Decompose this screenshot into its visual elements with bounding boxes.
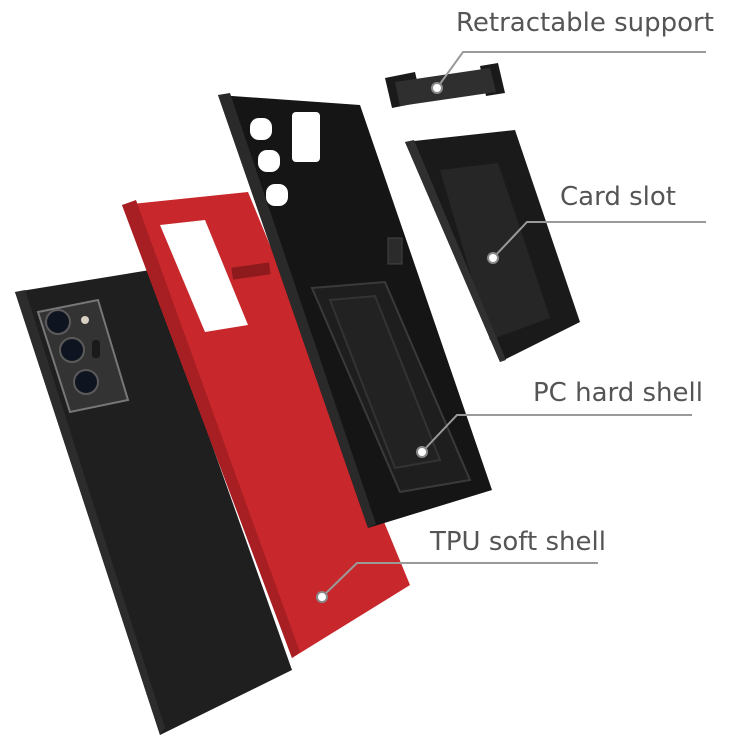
phone-illustration [15,270,292,735]
card-slot-illustration [405,130,580,362]
retractable-support-illustration [385,63,505,108]
tpu-soft-shell-illustration [122,192,410,658]
camera-lens-icon [59,337,85,363]
callout-marker-icon [487,252,499,264]
callout-markers [316,82,499,603]
pc-hard-shell-illustration [218,93,492,528]
camera-lens-icon [73,369,99,395]
camera-lens-icon [45,309,71,335]
callout-marker-icon [416,446,428,458]
callout-lines [321,51,706,598]
callout-label-card-slot: Card slot [560,182,676,212]
callout-label-retractable-support: Retractable support [456,8,714,38]
camera-module [36,298,130,414]
callout-label-tpu-soft-shell: TPU soft shell [430,527,606,557]
callout-marker-icon [316,591,328,603]
callout-label-pc-hard-shell: PC hard shell [533,378,703,408]
callout-marker-icon [431,82,443,94]
